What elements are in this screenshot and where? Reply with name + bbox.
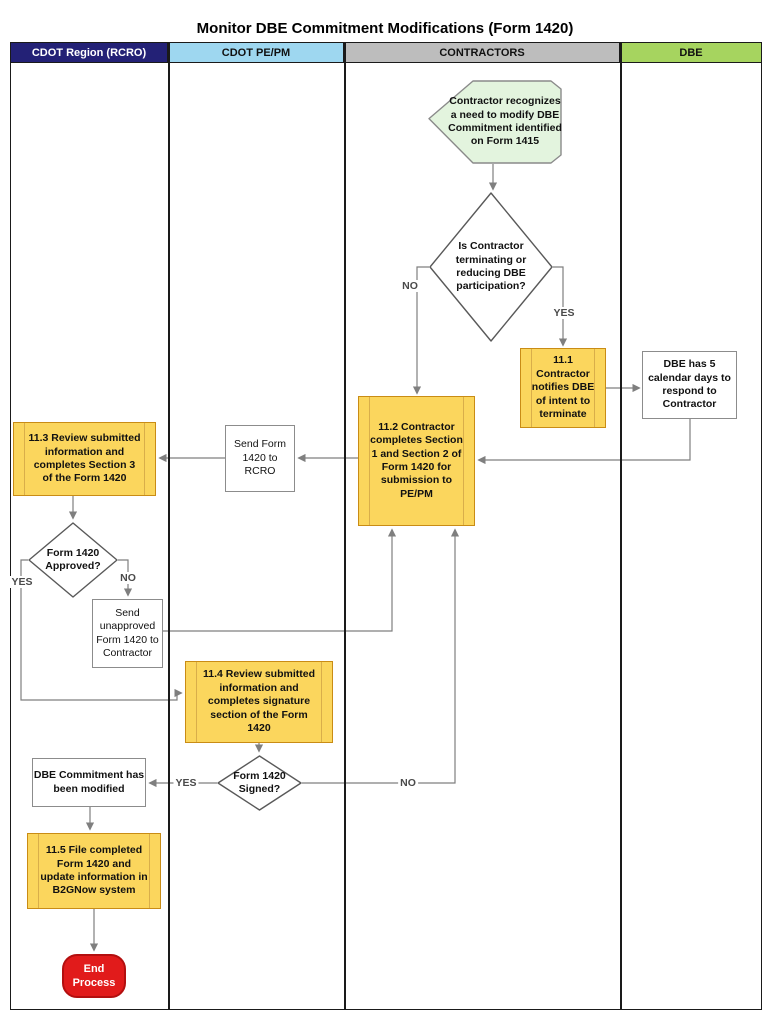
lane-header-3: CONTRACTORS xyxy=(344,42,620,63)
lane-header-2: CDOT PE/PM xyxy=(168,42,344,63)
step-11-5-file-form: 11.5 File completed Form 1420 and update… xyxy=(27,833,161,909)
node-label: 11.2 Contractor completes Section 1 and … xyxy=(370,420,463,500)
step-11-1-notify-dbe: 11.1 Contractor notifies DBE of intent t… xyxy=(520,348,606,428)
edge-approved-yes-label: YES xyxy=(9,576,35,588)
lane-header-1: CDOT Region (RCRO) xyxy=(10,42,168,63)
edge-terminating-no-label: NO xyxy=(400,280,420,292)
node-label: DBE has 5 calendar days to respond to Co… xyxy=(648,358,731,411)
node-label: Contractor recognizes a need to modify D… xyxy=(448,95,562,148)
start-hexagon: Contractor recognizes a need to modify D… xyxy=(428,80,562,164)
diamond-shape xyxy=(217,755,302,811)
decision-form-1420-signed: Form 1420 Signed? xyxy=(217,755,302,811)
node-label: DBE Commitment has been modified xyxy=(33,769,145,795)
node-label: Form 1420 Approved? xyxy=(45,546,101,572)
step-11-2-complete-sections: 11.2 Contractor completes Section 1 and … xyxy=(358,396,475,526)
dbe-5-calendar-days-box: DBE has 5 calendar days to respond to Co… xyxy=(642,351,737,419)
send-unapproved-form-box: Send unapproved Form 1420 to Contractor xyxy=(92,599,163,668)
lane-divider-1 xyxy=(168,42,170,1010)
edge-terminating-yes-label: YES xyxy=(551,307,577,319)
edge-approved-no-label: NO xyxy=(118,572,138,584)
node-label: Send unapproved Form 1420 to Contractor xyxy=(96,606,159,659)
node-label: Form 1420 Signed? xyxy=(233,769,286,795)
hexagon-shape xyxy=(428,80,562,164)
lane-header-4: DBE xyxy=(620,42,762,63)
node-label: End Process xyxy=(72,962,116,989)
node-label: 11.5 File completed Form 1420 and update… xyxy=(40,844,148,897)
dbe-commitment-modified-box: DBE Commitment has been modified xyxy=(32,758,146,807)
edge-signed-no-label: NO xyxy=(398,777,418,789)
diamond-shape xyxy=(28,522,118,598)
node-label: Is Contractor terminating or reducing DB… xyxy=(455,240,527,293)
node-label: 11.3 Review submitted information and co… xyxy=(28,432,141,485)
lane-divider-2 xyxy=(344,42,346,1010)
lane-divider-3 xyxy=(620,42,622,1010)
edge-signed-yes-label: YES xyxy=(173,777,199,789)
send-form-1420-to-rcro-box: Send Form 1420 to RCRO xyxy=(225,425,295,492)
decision-form-1420-approved: Form 1420 Approved? xyxy=(28,522,118,598)
node-label: Send Form 1420 to RCRO xyxy=(234,438,286,478)
diamond-shape xyxy=(429,192,553,342)
decision-terminating-reducing: Is Contractor terminating or reducing DB… xyxy=(429,192,553,342)
step-11-3-review-section3: 11.3 Review submitted information and co… xyxy=(13,422,156,496)
node-label: 11.4 Review submitted information and co… xyxy=(202,668,316,735)
node-label: 11.1 Contractor notifies DBE of intent t… xyxy=(531,354,595,421)
end-process-terminator: End Process xyxy=(62,954,126,998)
step-11-4-signature-section: 11.4 Review submitted information and co… xyxy=(185,661,333,743)
page-title: Monitor DBE Commitment Modifications (Fo… xyxy=(196,20,574,37)
